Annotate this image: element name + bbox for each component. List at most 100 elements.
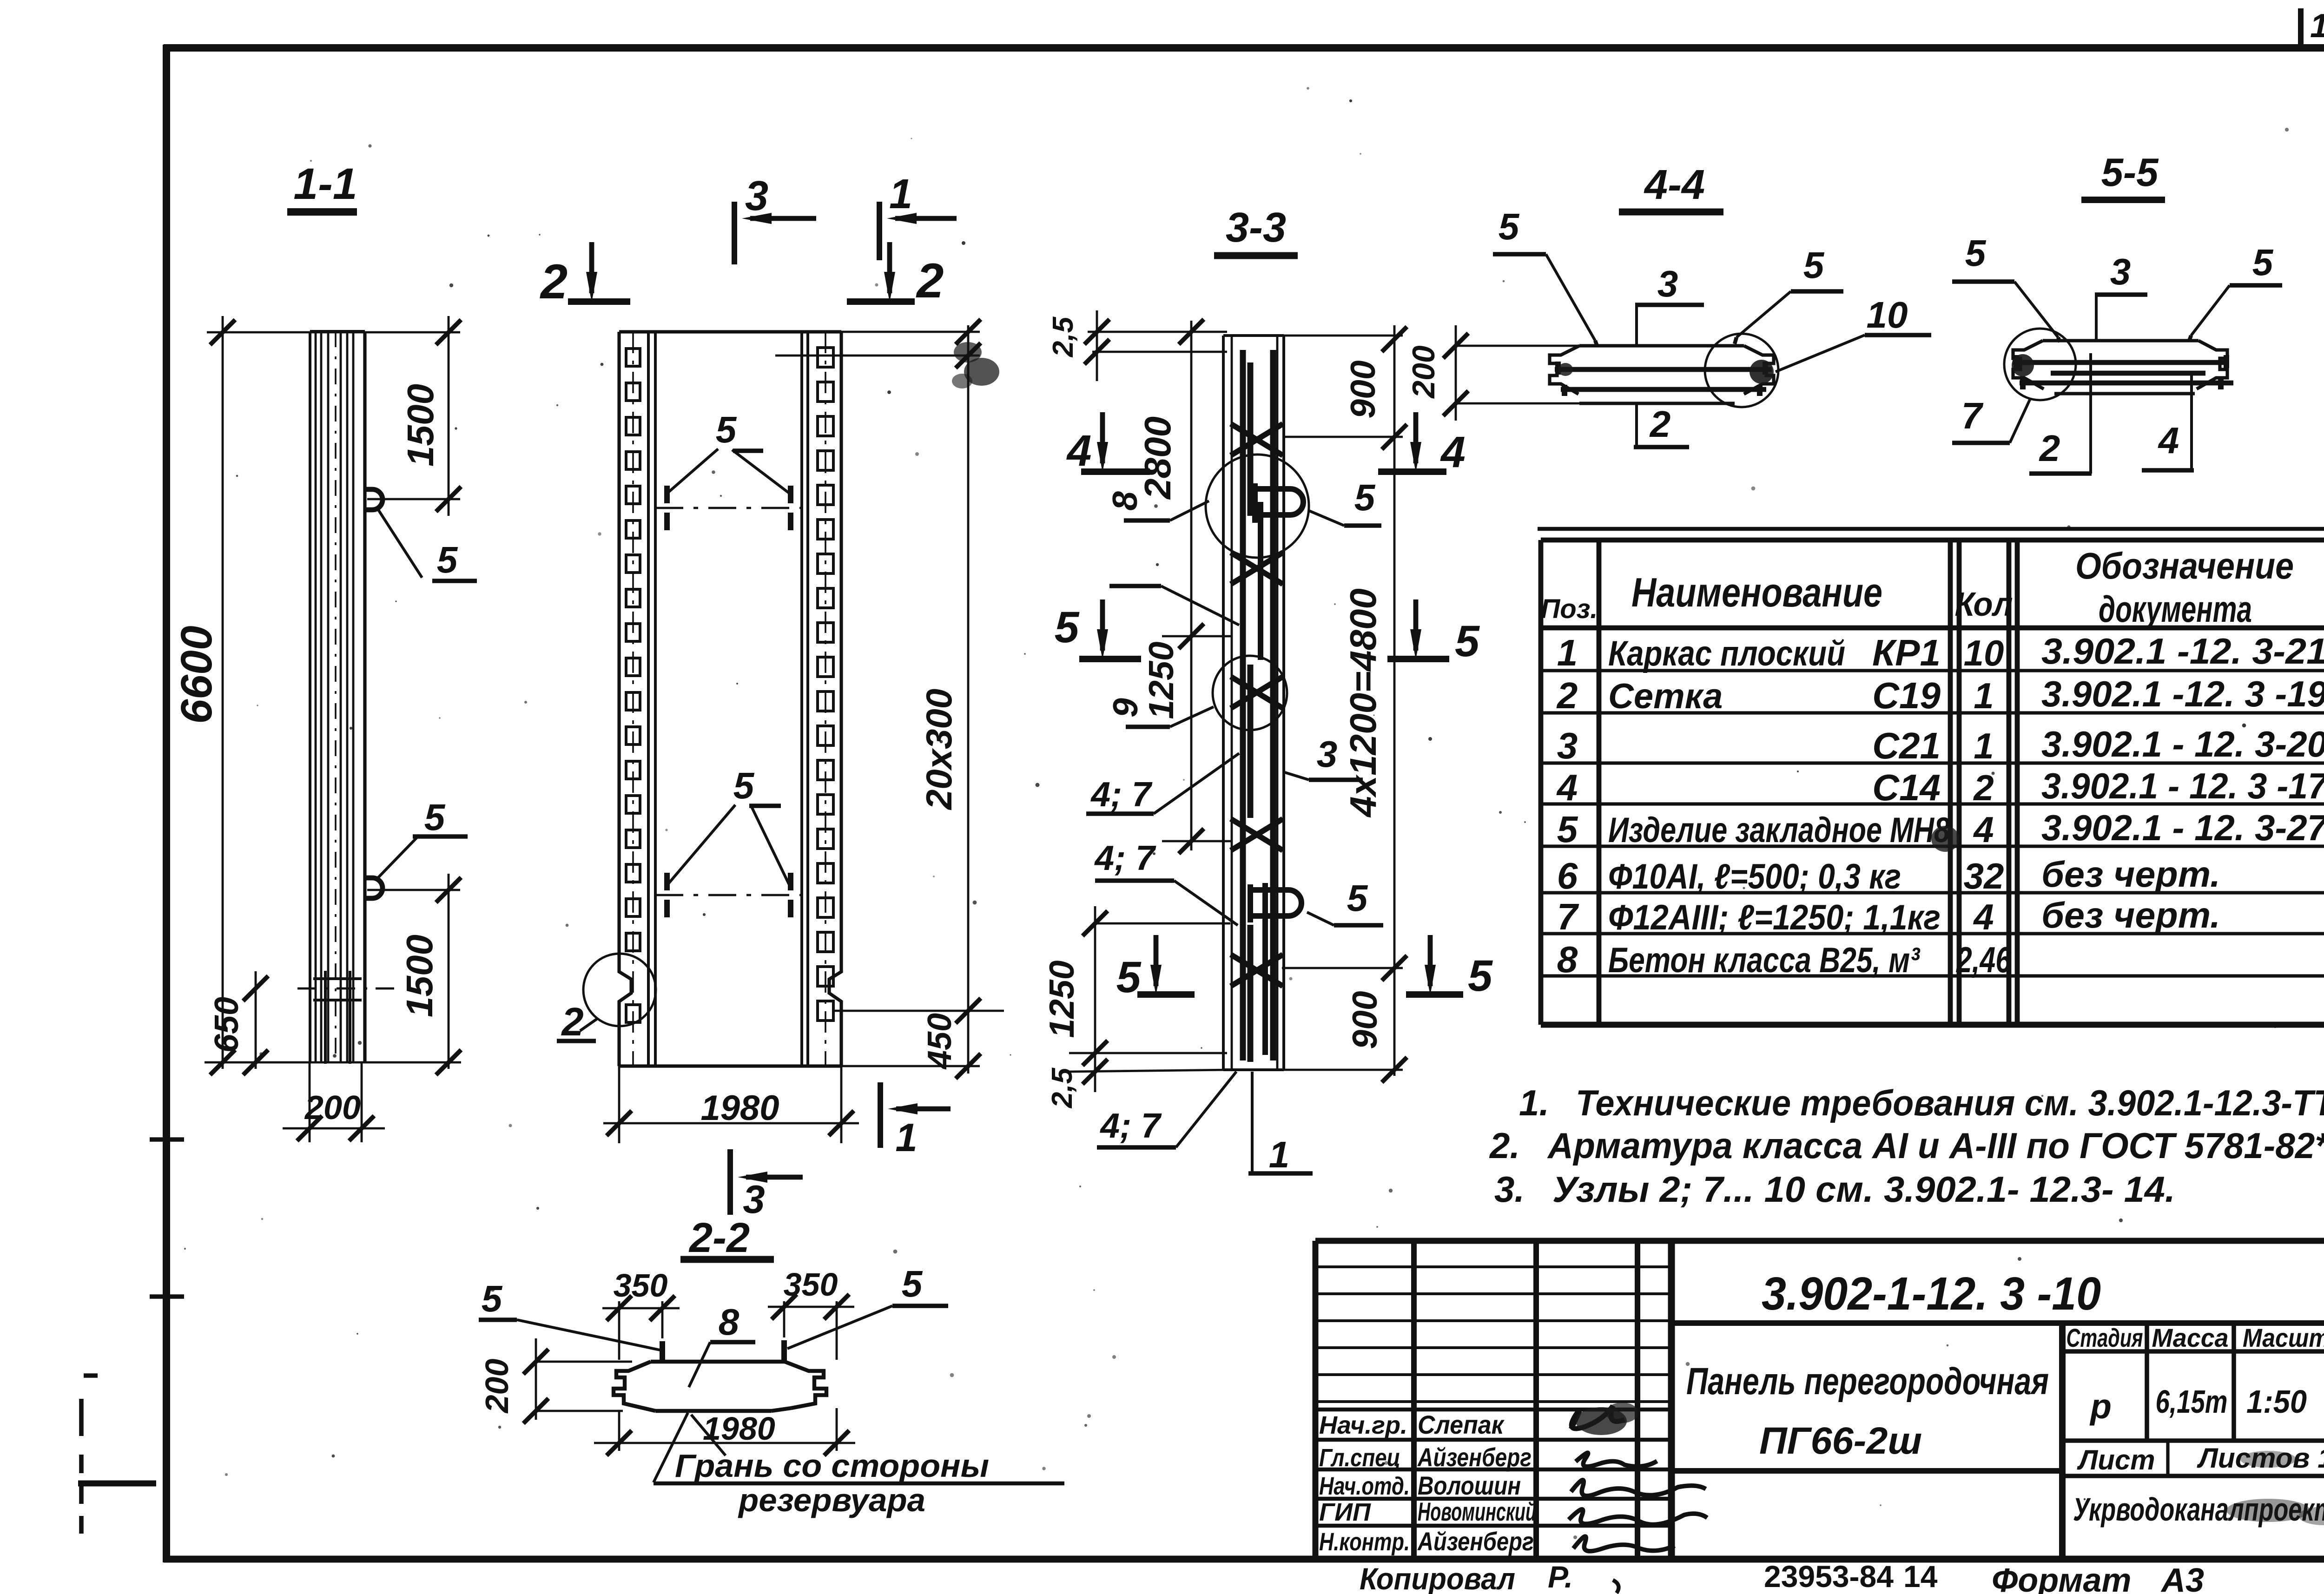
svg-text:С19: С19 bbox=[1872, 675, 1941, 716]
svg-text:С21: С21 bbox=[1872, 725, 1941, 766]
svg-text:23953-84: 23953-84 bbox=[1764, 1559, 1894, 1594]
svg-text:2: 2 bbox=[2039, 428, 2060, 469]
svg-text:200: 200 bbox=[479, 1359, 515, 1414]
svg-text:резервуара: резервуара bbox=[738, 1482, 925, 1518]
svg-text:10: 10 bbox=[1867, 294, 1908, 336]
svg-text:Технические требования см. 3.: Технические требования см. 3.902.1-12.3-… bbox=[1576, 1082, 2324, 1123]
svg-text:1250: 1250 bbox=[1042, 961, 1081, 1038]
svg-text:5: 5 bbox=[2252, 242, 2274, 283]
svg-text:Бетон класса В25, м³: Бетон класса В25, м³ bbox=[1608, 941, 1920, 980]
svg-text:4; 7: 4; 7 bbox=[1094, 838, 1156, 877]
svg-text:1500: 1500 bbox=[400, 384, 441, 467]
svg-text:2: 2 bbox=[540, 255, 568, 309]
svg-text:5: 5 bbox=[716, 409, 737, 450]
svg-text:Обозначение: Обозначение bbox=[2075, 545, 2294, 586]
svg-text:1: 1 bbox=[895, 1116, 917, 1160]
svg-text:Узлы 2; 7... 10 см. 3.902.: Узлы 2; 7... 10 см. 3.902.1- 12.3- 14. bbox=[1552, 1169, 2175, 1210]
svg-text:Каркас плоский: Каркас плоский bbox=[1608, 634, 1845, 673]
svg-text:7: 7 bbox=[1961, 395, 1984, 436]
svg-text:5: 5 bbox=[1116, 953, 1142, 1002]
svg-text:1980: 1980 bbox=[700, 1088, 779, 1128]
svg-text:8: 8 bbox=[1557, 939, 1578, 980]
svg-text:5: 5 bbox=[1347, 877, 1368, 919]
svg-text:2,5: 2,5 bbox=[1047, 316, 1079, 357]
svg-text:3.902.1 - 12. 3-27: 3.902.1 - 12. 3-27 bbox=[2041, 807, 2324, 848]
svg-text:14: 14 bbox=[1903, 1559, 1938, 1594]
svg-text:Поз.: Поз. bbox=[1541, 594, 1598, 624]
svg-text:1: 1 bbox=[1974, 675, 1994, 716]
svg-text:Р.: Р. bbox=[1548, 1560, 1573, 1594]
svg-text:Волошин: Волошин bbox=[1418, 1471, 1521, 1500]
svg-text:1:50: 1:50 bbox=[2246, 1383, 2307, 1420]
svg-text:3: 3 bbox=[2110, 251, 2131, 292]
svg-text:без черт.: без черт. bbox=[2041, 895, 2220, 935]
svg-text:32: 32 bbox=[1964, 856, 2004, 896]
svg-text:8: 8 bbox=[719, 1301, 739, 1343]
svg-text:Арматура класса АI и А-III: Арматура класса АI и А-III по ГОСТ 5781-… bbox=[1547, 1125, 2324, 1166]
svg-text:6: 6 bbox=[1557, 855, 1578, 896]
svg-text:1980: 1980 bbox=[703, 1410, 775, 1447]
svg-text:Ф10АI, ℓ=500; 0,3 кг: Ф10АI, ℓ=500; 0,3 кг bbox=[1608, 857, 1901, 896]
svg-text:5-5: 5-5 bbox=[2101, 151, 2159, 195]
svg-text:2: 2 bbox=[1556, 675, 1578, 716]
svg-text:1: 1 bbox=[1557, 632, 1578, 673]
svg-text:р: р bbox=[2089, 1387, 2112, 1426]
svg-text:Копировал: Копировал bbox=[1360, 1561, 1515, 1594]
svg-text:200: 200 bbox=[1406, 345, 1441, 399]
svg-text:900: 900 bbox=[1343, 360, 1382, 418]
svg-text:7: 7 bbox=[1557, 896, 1579, 937]
svg-text:5: 5 bbox=[1499, 206, 1520, 247]
svg-text:5: 5 bbox=[482, 1278, 503, 1319]
svg-text:3.902-1-12. 3 -10: 3.902-1-12. 3 -10 bbox=[1762, 1268, 2101, 1320]
svg-text:4; 7: 4; 7 bbox=[1090, 775, 1153, 814]
svg-text:200: 200 bbox=[304, 1089, 361, 1126]
svg-text:документа: документа bbox=[2099, 588, 2252, 630]
svg-text:1: 1 bbox=[889, 171, 912, 217]
svg-text:900: 900 bbox=[1345, 991, 1384, 1049]
svg-text:1: 1 bbox=[1269, 1134, 1290, 1175]
svg-text:5: 5 bbox=[1803, 244, 1825, 286]
svg-text:Ф12АIII; ℓ=1250; 1,1кг: Ф12АIII; ℓ=1250; 1,1кг bbox=[1608, 898, 1941, 937]
svg-text:Гл.спец: Гл.спец bbox=[1319, 1444, 1400, 1472]
svg-text:6,15т: 6,15т bbox=[2156, 1383, 2228, 1420]
svg-text:6600: 6600 bbox=[172, 626, 221, 724]
svg-text:1: 1 bbox=[1974, 725, 1994, 766]
svg-text:5: 5 bbox=[1557, 809, 1578, 850]
svg-text:3: 3 bbox=[745, 173, 768, 219]
svg-text:2800: 2800 bbox=[1137, 416, 1178, 500]
svg-text:4x1200=4800: 4x1200=4800 bbox=[1342, 588, 1384, 818]
svg-text:1500: 1500 bbox=[399, 935, 440, 1017]
svg-text:Листов 1: Листов 1 bbox=[2197, 1443, 2324, 1474]
svg-text:Укрводоканалпроект: Укрводоканалпроект bbox=[2073, 1491, 2324, 1528]
svg-text:2: 2 bbox=[561, 1000, 583, 1044]
svg-text:Айзенберг: Айзенберг bbox=[1417, 1527, 1534, 1556]
svg-text:Нач.отд.: Нач.отд. bbox=[1319, 1472, 1410, 1500]
svg-text:9: 9 bbox=[1106, 698, 1145, 718]
svg-text:10: 10 bbox=[1964, 632, 2004, 673]
svg-text:Панель перегородочная: Панель перегородочная bbox=[1686, 1360, 2049, 1403]
svg-text:3.902.1 - 12. 3 -17: 3.902.1 - 12. 3 -17 bbox=[2041, 765, 2324, 806]
svg-text:5: 5 bbox=[902, 1263, 923, 1304]
svg-text:1250: 1250 bbox=[1142, 642, 1181, 719]
svg-text:5: 5 bbox=[1455, 617, 1480, 666]
svg-text:4; 7: 4; 7 bbox=[1099, 1106, 1162, 1145]
svg-text:13: 13 bbox=[2310, 7, 2324, 45]
svg-text:5: 5 bbox=[733, 765, 755, 806]
svg-text:Айзенберг: Айзенберг bbox=[1417, 1443, 1532, 1472]
svg-text:450: 450 bbox=[921, 1013, 958, 1070]
svg-text:3: 3 bbox=[1317, 733, 1338, 775]
svg-text:3: 3 bbox=[1557, 725, 1578, 766]
svg-text:3: 3 bbox=[1657, 263, 1678, 304]
svg-text:Изделие закладное МН8: Изделие закладное МН8 bbox=[1608, 810, 1950, 850]
svg-text:1.: 1. bbox=[1519, 1082, 1549, 1123]
svg-text:Наименование: Наименование bbox=[1631, 569, 1882, 615]
svg-text:Формат: Формат bbox=[1992, 1562, 2132, 1594]
svg-text:2: 2 bbox=[1973, 767, 1994, 808]
svg-text:Кол: Кол bbox=[1955, 586, 2013, 623]
svg-text:КР1: КР1 bbox=[1872, 632, 1941, 673]
svg-text:Н.контр.: Н.контр. bbox=[1319, 1528, 1410, 1556]
svg-text:3.: 3. bbox=[1494, 1169, 1525, 1210]
svg-text:5: 5 bbox=[1354, 477, 1376, 518]
svg-text:ПГ66-2ш: ПГ66-2ш bbox=[1759, 1420, 1922, 1462]
svg-text:ГИП: ГИП bbox=[1319, 1498, 1371, 1526]
